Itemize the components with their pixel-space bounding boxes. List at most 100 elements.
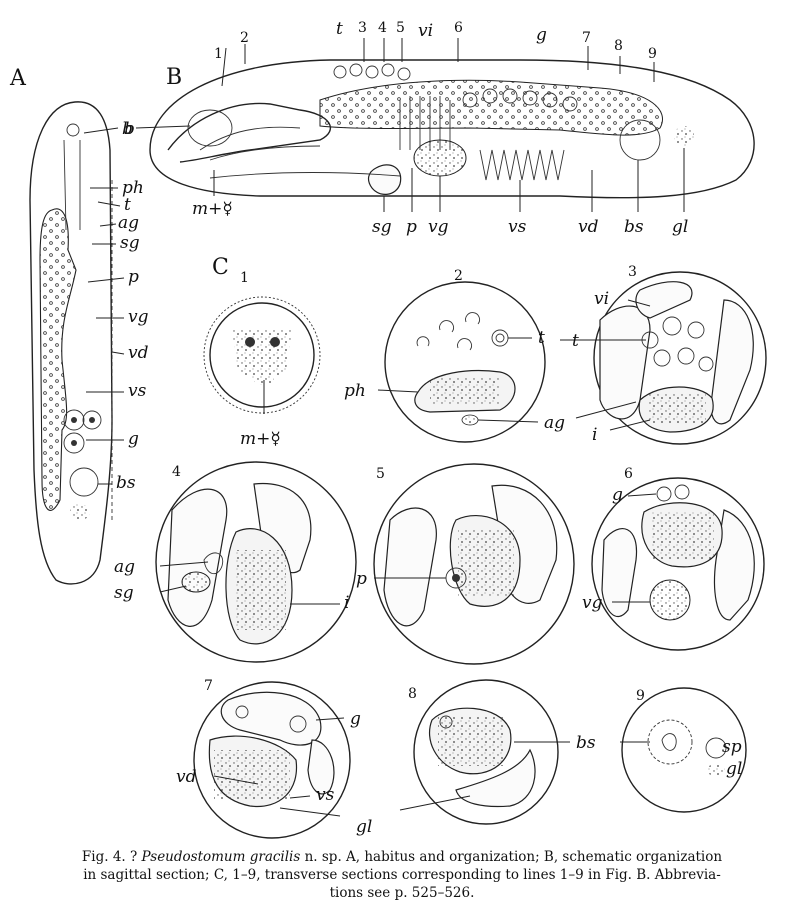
caption-line3: tions see p. 525–526.: [329, 885, 475, 901]
label-b-gl: gl: [672, 217, 688, 237]
panel-a-letter: A: [9, 66, 27, 91]
section-3-number: 3: [628, 264, 637, 280]
section-3-label-i: i: [592, 425, 597, 445]
label-b-p: p: [406, 217, 417, 237]
section-3-label-vi: vi: [594, 289, 609, 309]
section-lines-b: [221, 38, 655, 87]
labels-b-bottom: m+☿ sg p vg vs vd bs gl: [192, 148, 688, 237]
label-b-3: 3: [358, 20, 367, 36]
section-5-label-p: p: [356, 569, 367, 589]
label-b-6: 6: [454, 20, 463, 36]
section-7: 7 g vd vs gl: [176, 678, 372, 839]
section-9-label-gl: gl: [726, 759, 742, 779]
caption-line1: n. sp. A, habitus and organization; B, s…: [300, 849, 723, 865]
section-6-label-vg: vg: [582, 593, 603, 613]
label-b-4: 4: [378, 20, 387, 36]
section-3-label-t: t: [572, 331, 579, 351]
section-8-label-bs: bs: [576, 733, 596, 753]
vesicula-b: [479, 149, 565, 181]
section-5: 5 p: [356, 463, 575, 665]
label-b-sg: sg: [372, 217, 392, 237]
label-b-9: 9: [648, 46, 657, 62]
pharynx-a: [63, 139, 81, 231]
label-a-vs: vs: [128, 381, 147, 401]
pharynx-b: [167, 102, 332, 163]
bursa-b: [619, 119, 661, 161]
section-2-label-ph: ph: [344, 381, 366, 401]
intestine-b: [319, 79, 663, 136]
label-a-sg: sg: [120, 233, 140, 253]
label-b-vi: vi: [418, 21, 433, 41]
label-a-ag: ag: [118, 213, 139, 233]
label-a-t: t: [124, 195, 131, 215]
section-2-number: 2: [454, 268, 463, 284]
section-4-number: 4: [172, 464, 181, 480]
brain-a: [66, 123, 80, 137]
sagittal-outline: [149, 59, 755, 199]
section-6: 6 g vg: [582, 466, 765, 651]
section-7-number: 7: [204, 678, 213, 694]
panel-a: A b ph t ag sg p vg vd: [9, 66, 149, 585]
label-b-8: 8: [614, 38, 623, 54]
section-4-label-i: i: [344, 593, 349, 613]
label-b-b: b: [124, 119, 135, 139]
intestine-a: [39, 208, 77, 511]
vitellarium-b: [399, 96, 451, 150]
section-2: 2 t ph ag: [344, 268, 565, 443]
label-b-vg: vg: [428, 217, 449, 237]
label-b-2: 2: [240, 30, 249, 46]
caption-line2: in sagittal section; C, 1–9, transverse …: [83, 867, 721, 883]
section-8: 8 bs: [399, 679, 596, 825]
section-4-label-ag: ag: [114, 557, 135, 577]
gland-b: [674, 126, 694, 146]
section-8-number: 8: [408, 686, 417, 702]
section-1-label-mf: m+☿: [240, 429, 281, 449]
panel-b: B: [124, 19, 755, 237]
brain-b: [187, 109, 233, 147]
section-2-label-ag: ag: [544, 413, 565, 433]
label-b-vs: vs: [508, 217, 527, 237]
label-b-5: 5: [396, 20, 405, 36]
habitus-outline: [29, 101, 113, 585]
prostate-vesicle-b: [413, 139, 467, 177]
section-9-number: 9: [636, 688, 645, 704]
labels-a: b ph t ag sg p vg vd vs g bs: [83, 119, 149, 493]
section-7-label-vd: vd: [176, 767, 197, 787]
panel-c-letter: C: [212, 255, 229, 280]
label-b-1: 1: [214, 46, 223, 62]
section-3: 3 vi t i: [560, 264, 767, 445]
label-b-mf: m+☿: [192, 199, 233, 219]
label-a-bs: bs: [116, 473, 136, 493]
labels-b-top: 1 2 t 3 4 5 vi 6 g 7 8 9: [214, 19, 657, 62]
panel-b-letter: B: [166, 65, 182, 90]
section-5-number: 5: [376, 466, 385, 482]
caption-prefix: Fig. 4. ?: [81, 849, 138, 865]
bursa-a: [69, 467, 99, 497]
section-6-label-g: g: [612, 485, 623, 505]
section-1-number: 1: [240, 270, 249, 286]
label-b-vd: vd: [578, 217, 599, 237]
label-a-b: b: [122, 119, 133, 139]
label-b-7: 7: [582, 30, 591, 46]
caption-species: Pseudostomum gracilis: [141, 849, 301, 865]
section-4-label-sg: sg: [114, 583, 134, 603]
section-7-label-vs: vs: [316, 785, 335, 805]
atrium-b: [209, 172, 401, 179]
label-b-g: g: [536, 25, 547, 45]
section-1: 1 m+☿: [203, 270, 321, 449]
label-a-g: g: [128, 429, 139, 449]
germarium-b: [462, 88, 578, 112]
section-7-label-g: g: [350, 709, 361, 729]
figure-caption: Fig. 4. ? Pseudostomum gracilis n. sp. A…: [22, 848, 782, 902]
section-9: 9 sp gl: [620, 687, 747, 813]
shell-gland-b: [367, 164, 402, 195]
section-6-number: 6: [624, 466, 633, 482]
label-b-bs: bs: [624, 217, 644, 237]
section-7-label-gl: gl: [356, 817, 372, 837]
testes-b: [333, 63, 411, 81]
label-a-vg: vg: [128, 307, 149, 327]
section-2-label-t: t: [538, 328, 545, 348]
label-b-t: t: [336, 19, 343, 39]
germarium-a: [63, 409, 102, 454]
section-4: 4 ag sg i: [114, 461, 357, 663]
